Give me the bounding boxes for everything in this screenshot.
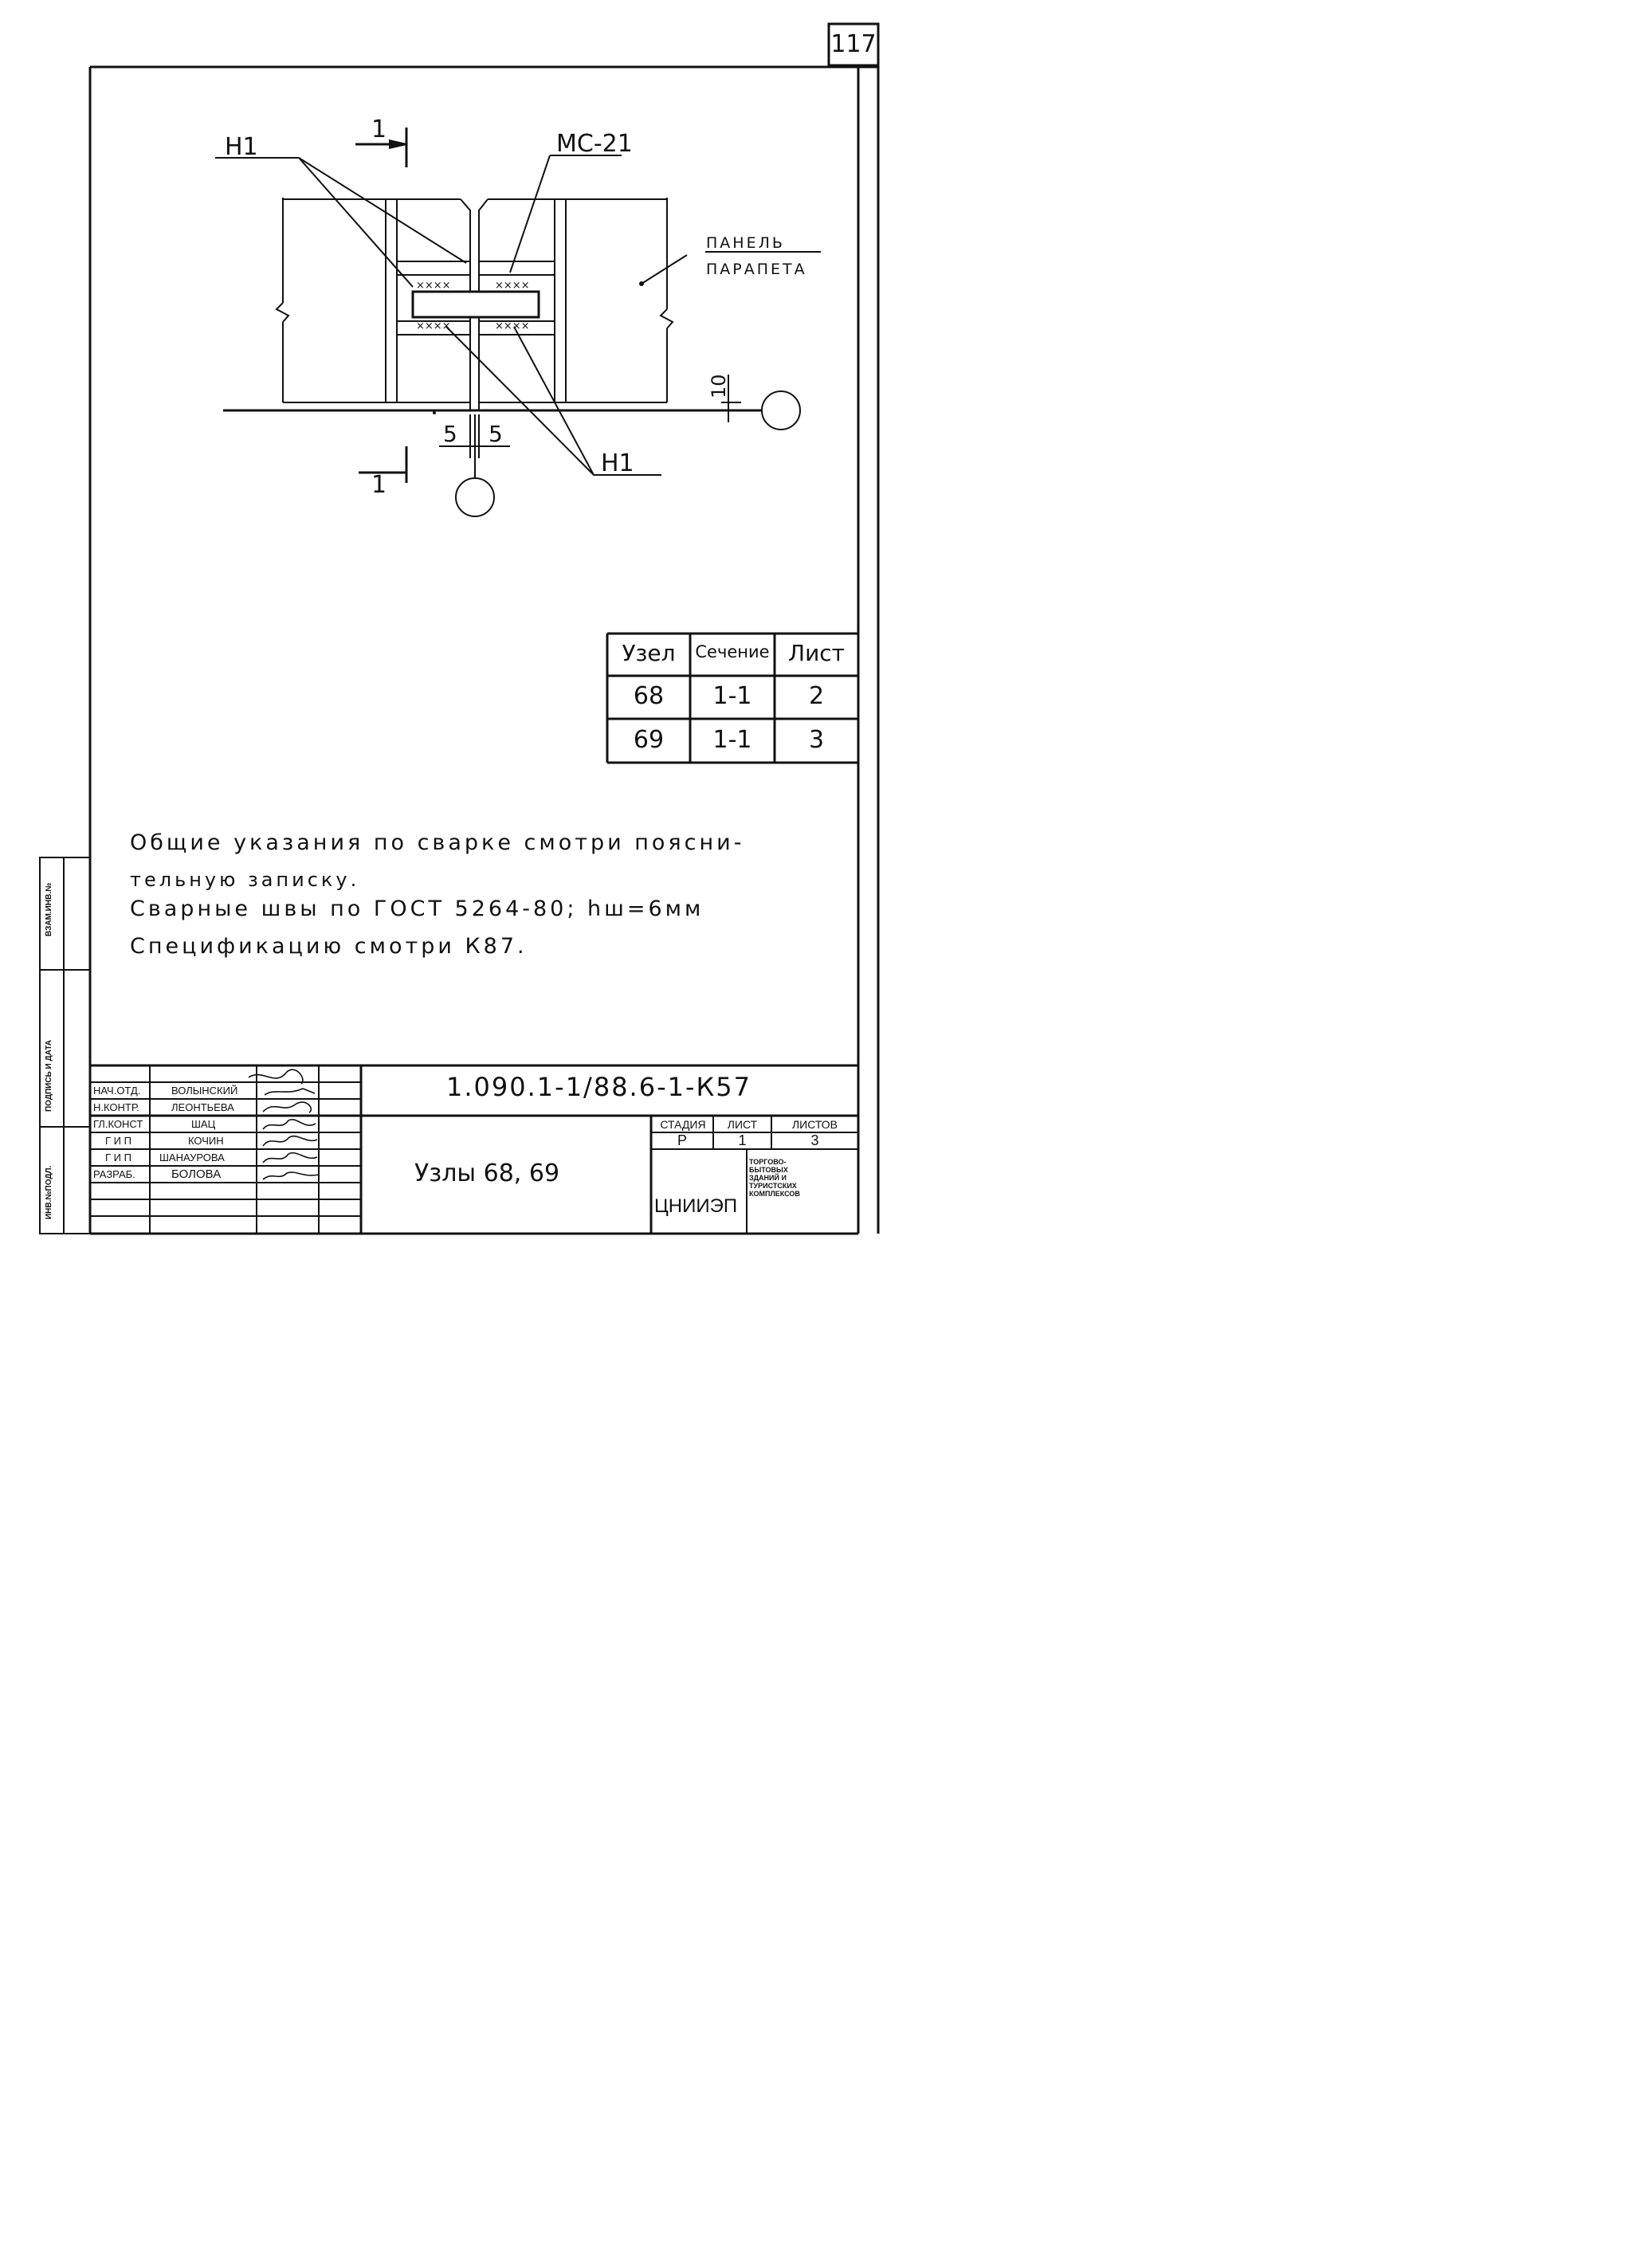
table-cell: 68	[633, 682, 665, 710]
table-cell: 1-1	[712, 726, 752, 754]
role-label: ГЛ.КОНСТ	[93, 1118, 143, 1130]
label-mc21: МС-21	[556, 130, 633, 158]
organization-description: ТОРГОВО-БЫТОВЫХ ЗДАНИЙ И ТУРИСТСКИХ КОМП…	[749, 1158, 800, 1198]
stage-value: Р	[677, 1132, 687, 1148]
sheet-frame	[39, 22, 880, 1235]
weld-mark: ××××	[495, 280, 530, 292]
note-line: тельную записку.	[130, 869, 360, 891]
sheets-value: 3	[810, 1132, 819, 1148]
table-cell: 3	[808, 726, 825, 754]
label-h1-bottom: Н1	[601, 449, 634, 477]
role-label: Г И П	[105, 1152, 131, 1163]
nodes-table-grid	[606, 632, 858, 764]
label-panel-line2: ПАРАПЕТА	[706, 261, 807, 278]
role-label: РАЗРАБ.	[93, 1168, 135, 1180]
sheet-title: Узлы 68, 69	[414, 1160, 560, 1187]
weld-detail-drawing: Н1 МС-21 ПАНЕЛЬ ПАРАПЕТА 1 1 5 5 10 Н1 ×…	[215, 116, 821, 517]
dimension-left: 5	[443, 421, 457, 447]
label-panel-line1: ПАНЕЛЬ	[706, 234, 785, 252]
note-line: Общие указания по сварке смотри поясни-	[130, 830, 745, 855]
person-name: КОЧИН	[188, 1135, 224, 1147]
person-name: ШАНАУРОВА	[159, 1152, 225, 1163]
sheet-header: ЛИСТ	[727, 1118, 758, 1131]
label-h1-top: Н1	[225, 133, 258, 161]
role-label: НАЧ.ОТД.	[93, 1085, 141, 1097]
role-label: Г И П	[105, 1135, 131, 1147]
weld-mark: ××××	[495, 320, 530, 332]
table-cell: 69	[633, 726, 665, 754]
weld-mark: ××××	[416, 320, 451, 332]
sheets-header: ЛИСТОВ	[791, 1118, 838, 1131]
section-mark-top: 1	[371, 116, 387, 143]
note-line: Спецификацию смотри К87.	[130, 934, 528, 959]
person-name: ВОЛЫНСКИЙ	[171, 1085, 238, 1097]
stage-header: СТАДИЯ	[660, 1118, 706, 1131]
person-name: БОЛОВА	[171, 1167, 222, 1181]
person-name: ЛЕОНТЬЕВА	[171, 1101, 234, 1113]
document-code: 1.090.1-1/88.6-1-К57	[446, 1072, 751, 1102]
sheet-number: 117	[830, 30, 877, 58]
note-line: Сварные швы по ГОСТ 5264-80; hш=6мм	[130, 897, 704, 921]
title-block-grid	[90, 1064, 858, 1234]
weld-mark: ××××	[416, 280, 451, 292]
drawing-sheet: { "sheet_number": "117", "drawing": { "l…	[0, 0, 911, 1275]
signatures	[248, 1069, 320, 1180]
table-cell: 1-1	[712, 682, 752, 710]
sheet-value: 1	[738, 1132, 747, 1148]
table-header: Узел	[622, 640, 676, 666]
role-label: Н.КОНТР.	[93, 1101, 139, 1113]
table-cell: 2	[808, 682, 825, 710]
dimension-right: 5	[489, 421, 503, 447]
table-header: Лист	[788, 640, 845, 666]
person-name: ШАЦ	[191, 1118, 216, 1130]
dimension-height: 10	[708, 374, 730, 398]
table-header: Сечение	[695, 642, 770, 661]
section-mark-bottom: 1	[371, 471, 387, 499]
organization-name: ЦНИИЭП	[654, 1195, 738, 1217]
